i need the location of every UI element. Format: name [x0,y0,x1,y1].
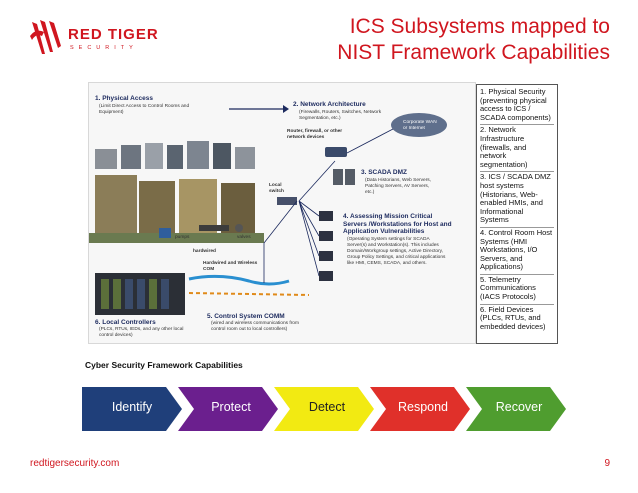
company-logo: RED TIGER SECURITY [28,18,188,58]
chevron-shape [82,387,182,431]
wan-label: Corporate WAN or Internet [403,120,437,131]
page-number: 9 [604,458,610,469]
mission-critical-note: (Operating System settings for SCADA Ser… [347,237,446,266]
framework-step-label: Recover [495,400,543,414]
framework-step-label: Identify [111,400,153,414]
hardwired-wireless-label: Hardwired and Wireless COM [203,261,258,272]
physical-access-note: (Limit Direct Access to Control Rooms an… [99,104,190,115]
control-comm-note: (wired and wireless communications from … [211,321,299,332]
physical-access-label: 1. Physical Access [95,95,153,102]
subsystem-item: 6. Field Devices (PLCs, RTUs, and embedd… [480,304,546,331]
chevron-shape [274,387,374,431]
subsystem-item: 3. ICS / SCADA DMZ host systems (Histori… [480,172,554,228]
chevron-shape [178,387,278,431]
logo-name: RED TIGER [68,26,159,43]
hardwired-label: hardwired [193,249,216,254]
framework-step-label: Detect [308,400,346,414]
pumps-label: pumps [175,235,190,240]
framework-step-detect: Detect [274,387,374,431]
slide-title-line1: ICS Subsystems mapped to [349,15,610,38]
local-switch-label: Local switch [269,183,284,194]
framework-step-label: Protect [211,400,251,414]
diagram-artwork [89,105,447,315]
network-architecture-label: 2. Network Architecture [293,101,366,108]
scada-dmz-label: 3. SCADA DMZ [361,169,407,176]
framework-step-protect: Protect [178,387,278,431]
chevron-shape [466,387,566,431]
router-label: Router, firewall, or other network devic… [287,129,343,140]
local-controllers-note: (PLCs, RTUs, IEDs, and any other local c… [99,327,184,338]
control-comm-label: 5. Control System COMM [207,313,285,320]
network-architecture-note: (Firewalls, Routers, Switches, Network S… [299,110,382,121]
framework-title: Cyber Security Framework Capabilities [85,360,243,370]
slide-title: ICS Subsystems mapped to NIST Framework … [337,14,610,66]
footer-url[interactable]: redtigersecurity.com [30,458,120,469]
framework-step-identify: Identify [82,387,182,431]
framework-step-label: Respond [397,400,449,414]
chevron-shape [370,387,470,431]
slide-title-line2: NIST Framework Capabilities [337,41,610,64]
subsystem-item: 4. Control Room Host Systems (HMI Workst… [480,228,554,275]
subsystem-item: 2. Network Infrastructure (firewalls, an… [480,125,554,173]
local-controllers-label: 6. Local Controllers [95,319,156,326]
logo-tagline: SECURITY [70,45,138,51]
subsystem-list: 1. Physical Security (preventing physica… [476,84,558,344]
valves-label: valves [237,235,251,240]
framework-chevrons: Identify Protect Detect Respond Recover [82,387,566,431]
framework-step-respond: Respond [370,387,470,431]
mission-critical-label: 4. Assessing Mission Critical Servers /W… [343,213,452,235]
tiger-claw-icon [30,20,61,54]
scada-dmz-note: (Data Historians, Web Servers, Patching … [365,178,432,195]
framework-step-recover: Recover [466,387,566,431]
subsystem-item: 1. Physical Security (preventing physica… [480,87,554,126]
subsystem-item: 5. Telemetry Communications (IACS Protoc… [480,275,554,305]
ics-architecture-diagram: 1. Physical Access (Limit Direct Access … [88,82,476,344]
